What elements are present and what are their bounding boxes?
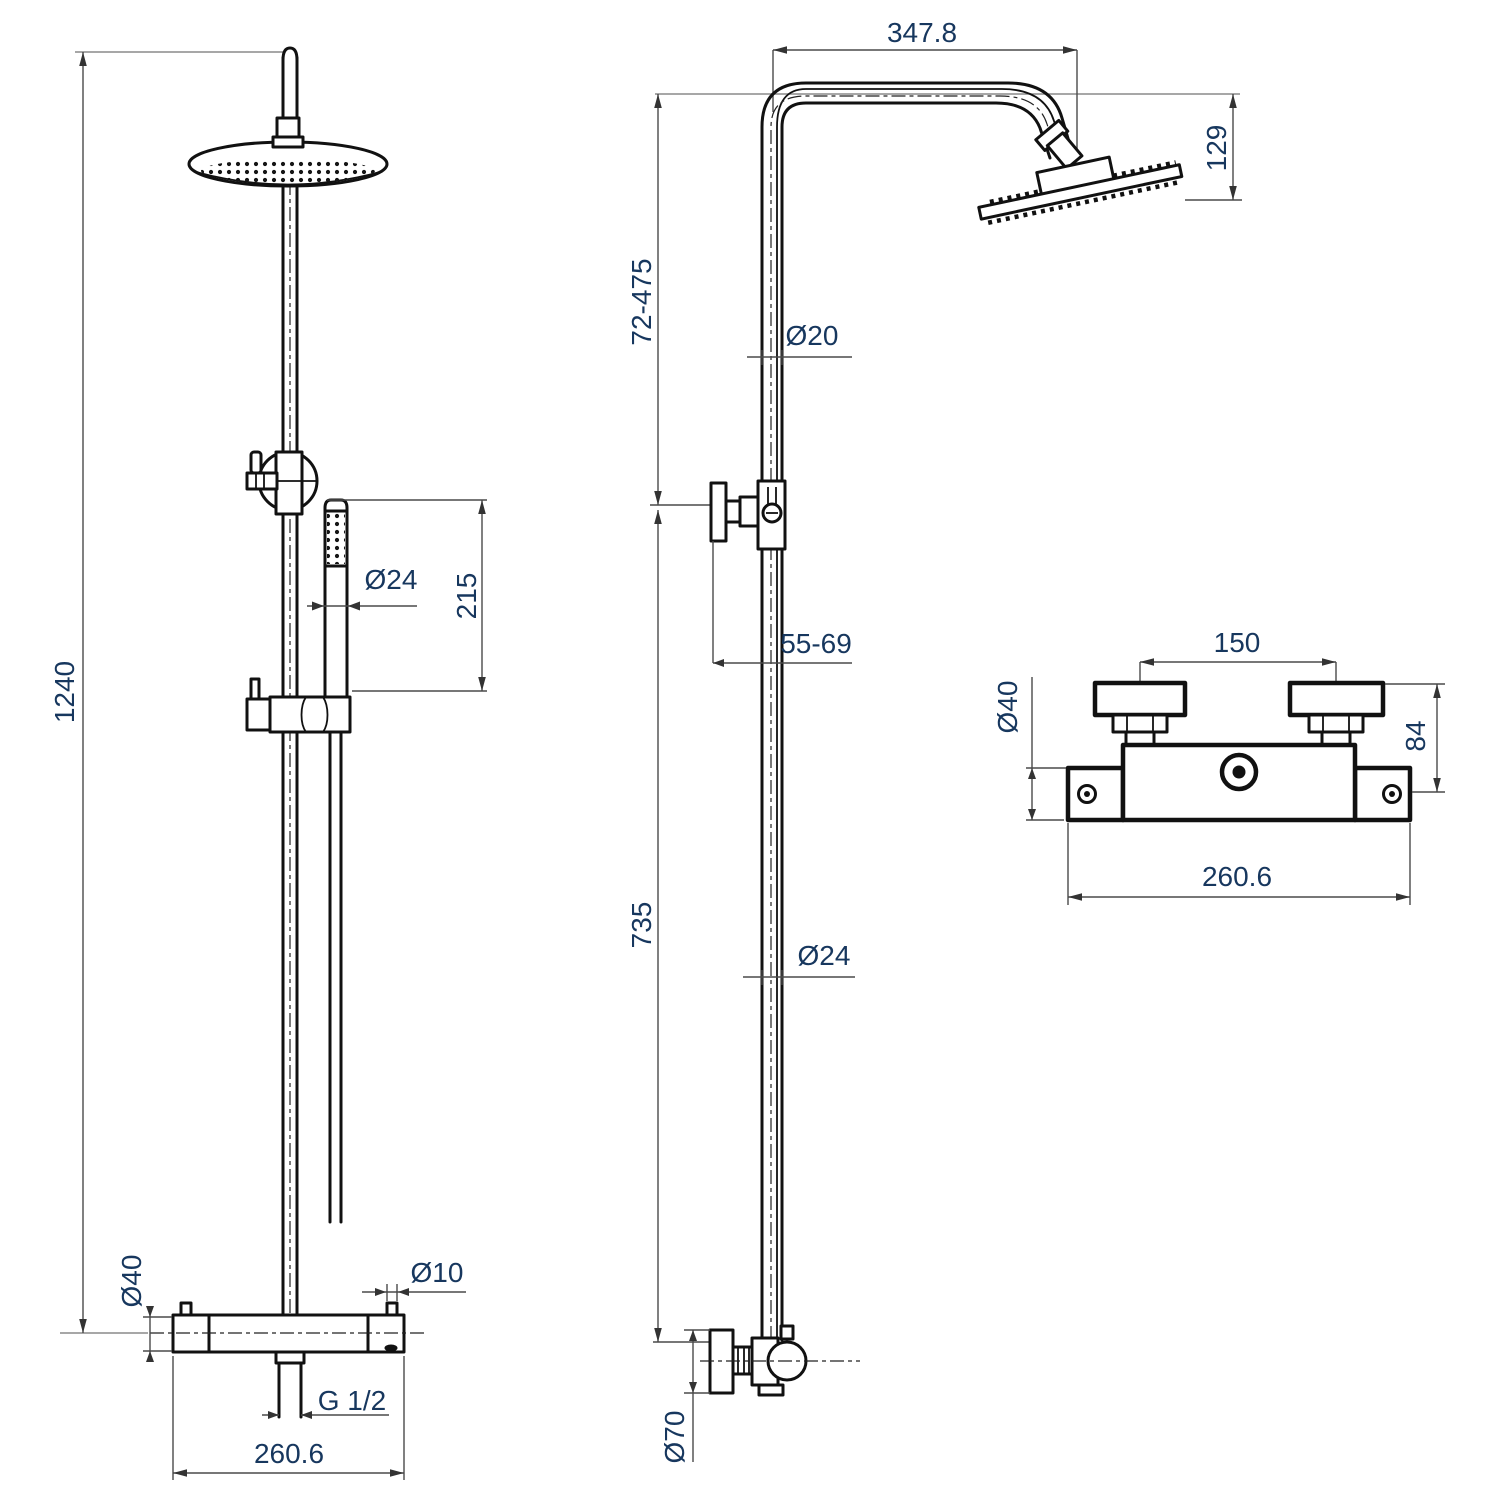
dim-front-hand-shower-diameter: Ø24 (365, 564, 418, 595)
dim-front-valve-width: 260.6 (254, 1438, 324, 1469)
dim-top-mounting-depth: 84 (1400, 720, 1431, 751)
side-view: 347.8 129 72-475 Ø20 (626, 17, 1242, 1463)
riser-centerline (770, 95, 1058, 1340)
shower-head-side (977, 155, 1184, 225)
holder-knob (245, 697, 272, 732)
dim-side-lower-riser-length: 735 (626, 902, 657, 949)
wall-bracket-side (709, 479, 787, 551)
arm-end-fitting (1034, 118, 1084, 171)
front-view: 1240 (49, 46, 487, 1480)
hand-shower (323, 498, 349, 702)
dim-front-inlet-peg-diameter: Ø10 (411, 1257, 464, 1288)
diverter-pin (249, 450, 263, 475)
riser-pipe-front (281, 46, 299, 1352)
dim-front-overall-height: 1240 (49, 661, 80, 723)
bracket-flange (709, 481, 728, 543)
dim-front-valve-body-diameter: Ø40 (116, 1255, 147, 1308)
dim-top-handle-spacing: 150 (1214, 627, 1261, 658)
head-slab (977, 163, 1184, 221)
dim-top-valve-width: 260.6 (1202, 861, 1272, 892)
dim-side-upper-riser-adjust: 72-475 (626, 258, 657, 345)
inlet-peg-right (385, 1301, 399, 1317)
diverter-lever (245, 471, 279, 491)
head-collar (271, 135, 305, 149)
mixer-valve-top (1065, 742, 1413, 823)
riser-and-arm-side (760, 81, 1074, 1342)
dim-side-wall-flange-diameter: Ø70 (659, 1411, 690, 1464)
shower-hose (328, 730, 343, 1224)
top-view: 150 Ø40 (992, 627, 1445, 905)
dim-side-head-drop: 129 (1201, 125, 1232, 172)
nozzle-pattern (201, 159, 375, 183)
handle-left-top (1092, 680, 1188, 747)
dim-side-upper-riser-diameter: Ø20 (786, 320, 839, 351)
dim-side-arm-projection: 347.8 (887, 17, 957, 48)
dim-front-outlet-thread: G 1/2 (318, 1385, 386, 1416)
shower-head-front (187, 116, 389, 188)
outlet-nut (274, 1350, 306, 1365)
inlet-peg-left (179, 1301, 193, 1317)
dim-side-wall-bracket-offset: 55-69 (780, 628, 852, 659)
holder-pin (249, 677, 261, 701)
dim-front-hand-shower-length: 215 (451, 573, 482, 620)
mixer-valve-side (700, 1324, 860, 1397)
head-connector-nut (275, 116, 301, 140)
slide-holder (245, 677, 352, 734)
handle-right-top (1287, 680, 1386, 747)
hand-shower-spray-face (327, 513, 345, 564)
dim-side-lower-riser-diameter: Ø24 (798, 940, 851, 971)
diverter-valve (245, 450, 319, 516)
mixer-valve-front (150, 1301, 428, 1419)
screw-dot (384, 1344, 398, 1352)
dim-top-valve-body-diameter: Ø40 (992, 681, 1023, 734)
center-port-hole (1232, 765, 1246, 779)
